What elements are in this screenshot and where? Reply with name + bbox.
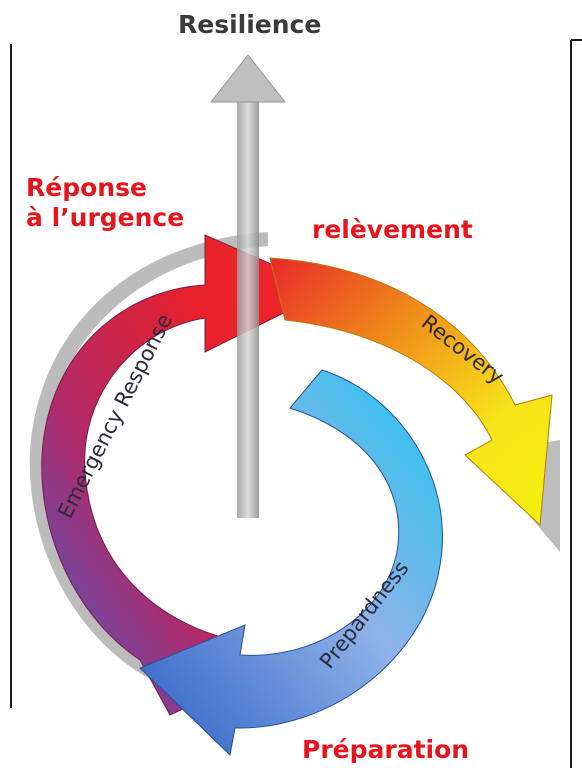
resilience-arrow-head	[209, 54, 287, 103]
preparedness-arrow	[139, 369, 443, 757]
response-fr-label-line1: Réponse	[26, 173, 147, 202]
resilience-arrow-shaft	[237, 102, 259, 518]
recovery-arrow	[269, 257, 553, 527]
recovery-fr-label: relèvement	[312, 215, 473, 244]
response-fr-label-line2: à l’urgence	[26, 203, 184, 232]
diagram-title: Resilience	[178, 10, 321, 39]
preparation-fr-label: Préparation	[302, 735, 469, 764]
